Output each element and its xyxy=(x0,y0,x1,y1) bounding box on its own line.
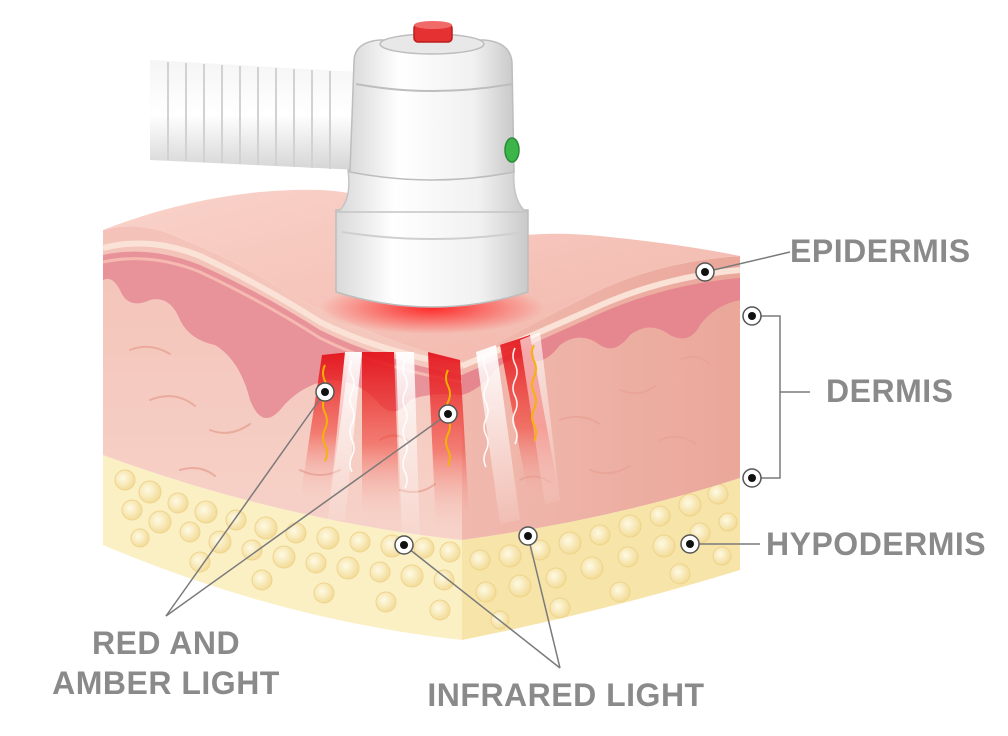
flexible-hose-icon xyxy=(150,60,360,170)
hypodermis-marker xyxy=(680,534,700,554)
red-button-icon xyxy=(413,21,453,43)
labels: EPIDERMIS DERMIS HYPODERMIS RED AND AMBE… xyxy=(52,233,986,713)
callout-lines xyxy=(165,251,810,669)
dermis-label: DERMIS xyxy=(826,373,953,409)
infrared-marker-1 xyxy=(394,535,414,555)
light-beams xyxy=(300,332,560,540)
red-amber-label-line1: RED AND xyxy=(92,625,240,661)
callout-markers xyxy=(315,262,762,555)
dermis-top-marker xyxy=(742,306,762,326)
dermis-bottom-marker xyxy=(742,468,762,488)
infrared-label: INFRARED LIGHT xyxy=(427,677,704,713)
infrared-marker-2 xyxy=(518,526,538,546)
red-amber-label-line2: AMBER LIGHT xyxy=(52,665,280,701)
led-light-therapy-device-icon xyxy=(150,21,544,334)
hypodermis-layer xyxy=(103,455,740,640)
green-indicator-icon xyxy=(504,137,520,163)
red-light-marker-1 xyxy=(315,382,335,402)
epidermis-label: EPIDERMIS xyxy=(790,233,971,269)
epidermis-marker xyxy=(695,262,715,282)
hypodermis-label: HYPODERMIS xyxy=(766,526,986,562)
red-light-marker-2 xyxy=(438,404,458,424)
